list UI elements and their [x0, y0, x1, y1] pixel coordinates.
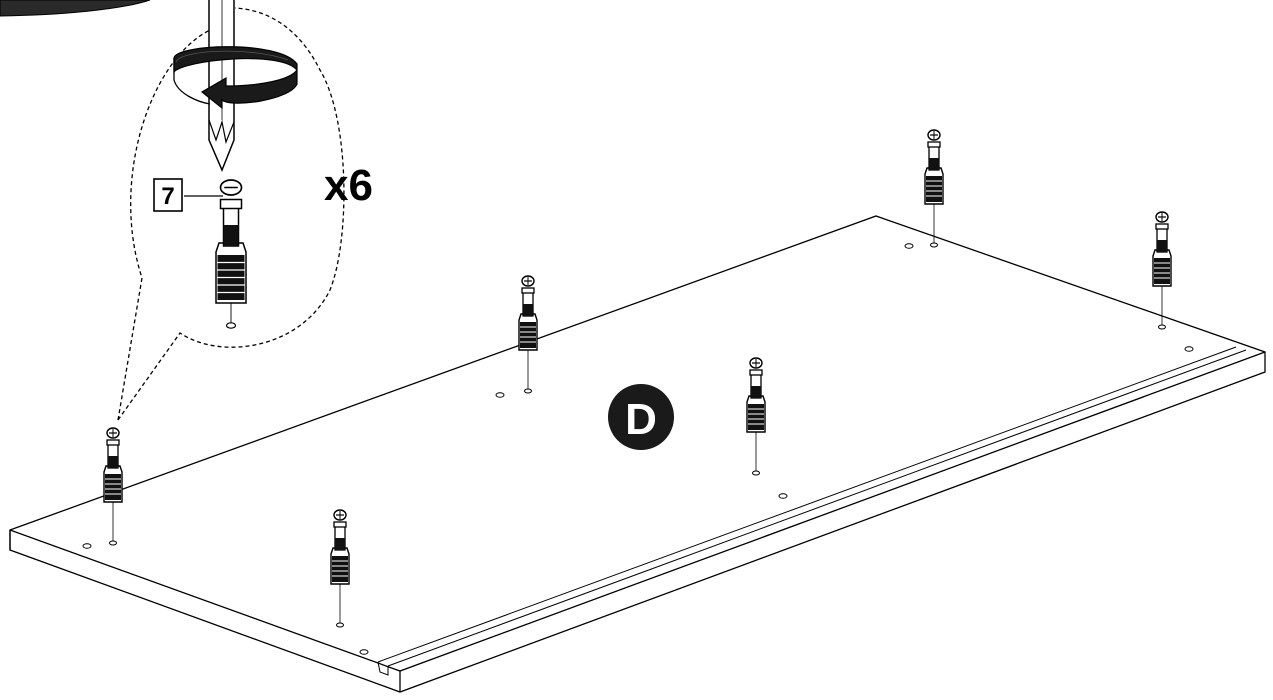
cam-dowel-icon [924, 129, 944, 248]
part-number-callout: 7 [153, 178, 223, 212]
part-number-label: 7 [161, 183, 174, 210]
corner-fragment [0, 0, 151, 17]
panel-label-badge: D [608, 384, 674, 450]
clockwise-rotation-arrow-icon [173, 46, 298, 110]
panel-label: D [625, 395, 657, 444]
cam-dowel-detail-icon [215, 179, 247, 329]
panel-d [9, 215, 1266, 693]
quantity-label: x6 [324, 161, 373, 210]
cam-dowel-icon [1152, 211, 1172, 330]
detail-callout [117, 7, 345, 421]
